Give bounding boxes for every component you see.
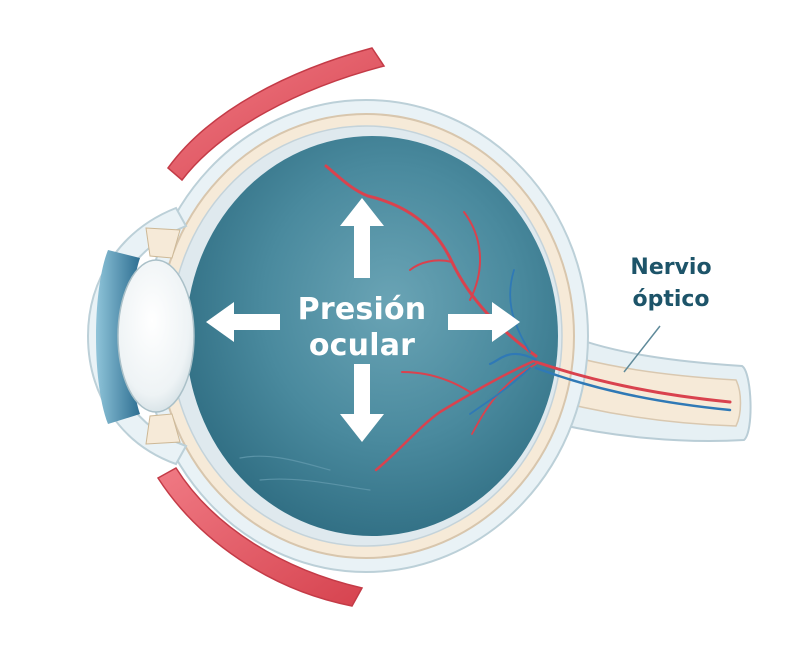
optic-nerve-label-line2: óptico	[632, 287, 710, 312]
ciliary-body-upper	[145, 227, 181, 259]
vitreous-body	[186, 136, 558, 536]
arrow-right	[448, 302, 520, 342]
arrow-down	[340, 364, 384, 442]
arrow-left	[206, 302, 280, 342]
pressure-arrows	[206, 198, 520, 442]
lower-muscle	[156, 467, 364, 607]
upper-muscle	[166, 47, 386, 182]
optic-nerve-label-line1: Nervio	[630, 255, 712, 280]
pressure-label: Presión ocular	[262, 292, 462, 364]
ciliary-body-lower	[145, 413, 181, 445]
pressure-label-line1: Presión	[297, 292, 427, 327]
lens	[117, 259, 195, 413]
optic-nerve-label: Nervio óptico	[606, 252, 736, 316]
pressure-label-line2: ocular	[308, 328, 416, 363]
nerve-leader-line	[623, 325, 661, 373]
arrow-up	[340, 198, 384, 278]
